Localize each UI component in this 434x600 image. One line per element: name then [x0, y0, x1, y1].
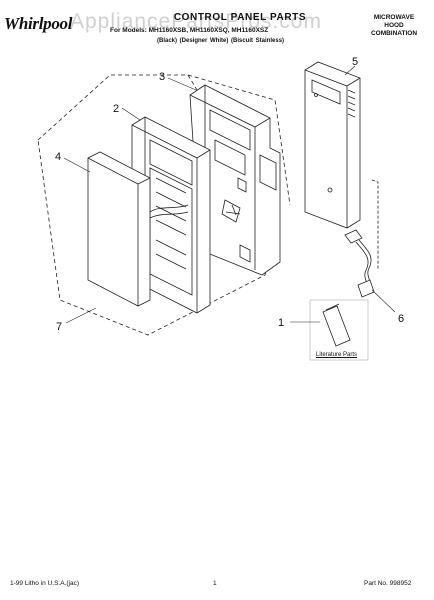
brand-logo: Whirlpool: [4, 14, 73, 33]
wire-harness-part: [344, 179, 379, 298]
litho-note: 1-99 Litho in U.S.A.(jac): [10, 580, 80, 587]
control-housing-part: [189, 84, 281, 276]
control-board-part: [304, 61, 361, 229]
product-line-2: HOOD: [384, 22, 404, 29]
callout-leader-lines: [63, 65, 396, 324]
page-title: CONTROL PANEL PARTS: [173, 12, 307, 23]
part-number: Part No. 998952: [364, 580, 412, 587]
assembly-boundary: [37, 74, 279, 336]
model-numbers: For Models: MH1160XSB, MH1160XSQ, MH1160…: [110, 27, 269, 34]
literature-parts-label: Literature Parts: [316, 352, 358, 358]
product-line-3: COMBINATION: [370, 30, 418, 37]
control-panel-frame-part: [131, 116, 211, 314]
callout-4: 4: [55, 151, 61, 163]
callout-7: 7: [56, 321, 62, 333]
overlay-panel-part: [87, 151, 151, 307]
assembly-boundary-extension: [187, 74, 291, 206]
page-number: 1: [213, 580, 217, 587]
product-type: MICROWAVE HOOD COMBINATION: [356, 14, 432, 38]
callout-6: 6: [398, 313, 404, 325]
callout-1: 1: [278, 317, 284, 329]
callout-2: 2: [113, 103, 119, 115]
watermark: AppliancePartsPros.com: [70, 10, 322, 33]
color-variants: (Black) (Designer White) (Biscuit Stainl…: [157, 38, 285, 44]
callout-5: 5: [352, 56, 358, 68]
literature-part: [309, 299, 369, 361]
callout-3: 3: [159, 71, 165, 83]
product-line-1: MICROWAVE: [373, 14, 415, 21]
